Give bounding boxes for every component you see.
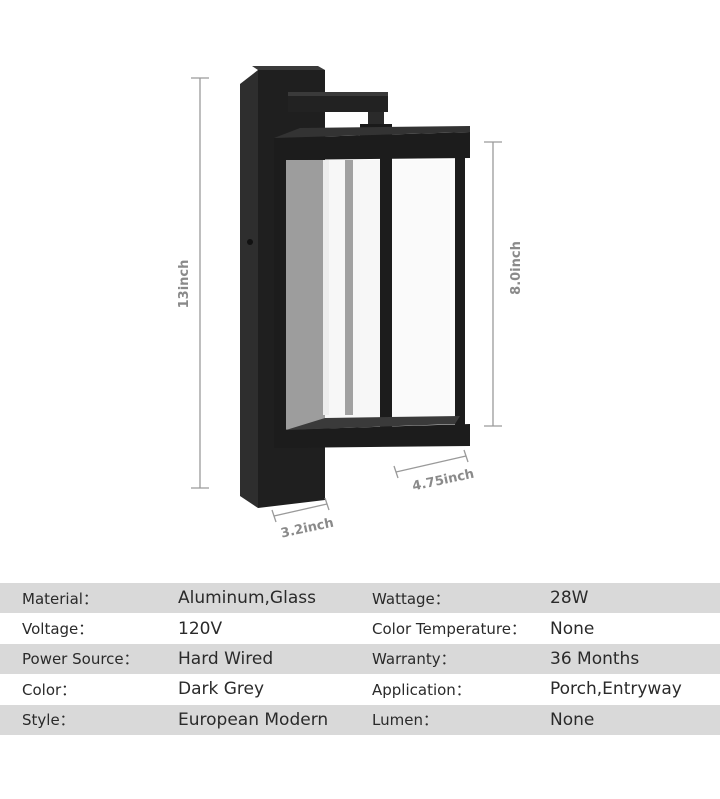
spec-value: Dark Grey (178, 674, 372, 705)
spec-label: Application： (372, 674, 550, 705)
spec-label: Material： (0, 583, 178, 614)
spec-value: 36 Months (550, 643, 720, 675)
table-row: Power Source： Hard Wired Warranty： 36 Mo… (0, 643, 720, 675)
spec-value: 28W (550, 583, 720, 614)
dimension-lines (191, 77, 502, 523)
table-row: Style： European Modern Lumen： None (0, 704, 720, 735)
spec-label: Power Source： (0, 643, 178, 675)
spec-label: Color Temperature： (372, 613, 550, 644)
spec-value: European Modern (178, 704, 372, 735)
spec-value: 120V (178, 613, 372, 644)
wall-sconce-drawing (240, 66, 470, 508)
table-row: Color： Dark Grey Application： Porch,Entr… (0, 674, 720, 705)
spec-label: Lumen： (372, 704, 550, 735)
spec-value: Aluminum,Glass (178, 583, 372, 614)
spec-value: Porch,Entryway (550, 674, 720, 705)
spec-label: Warranty： (372, 643, 550, 675)
spec-value: None (550, 613, 720, 644)
spec-table: Material： Aluminum,Glass Wattage： 28W Vo… (0, 583, 720, 735)
table-row: Voltage： 120V Color Temperature： None (0, 613, 720, 644)
product-illustration: 13inch 8.0inch 4.75inch 3.2inch (177, 66, 524, 542)
height-lantern-label: 8.0inch (509, 241, 524, 295)
spec-label: Color： (0, 674, 178, 705)
spec-label: Style： (0, 704, 178, 735)
table-row: Material： Aluminum,Glass Wattage： 28W (0, 583, 720, 614)
spec-label: Voltage： (0, 613, 178, 644)
width-lantern-label: 4.75inch (411, 467, 475, 495)
depth-backplate-label: 3.2inch (279, 516, 335, 542)
spec-label: Wattage： (372, 583, 550, 614)
spec-value: Hard Wired (178, 643, 372, 675)
height-total-label: 13inch (177, 260, 192, 309)
spec-value: None (550, 704, 720, 735)
